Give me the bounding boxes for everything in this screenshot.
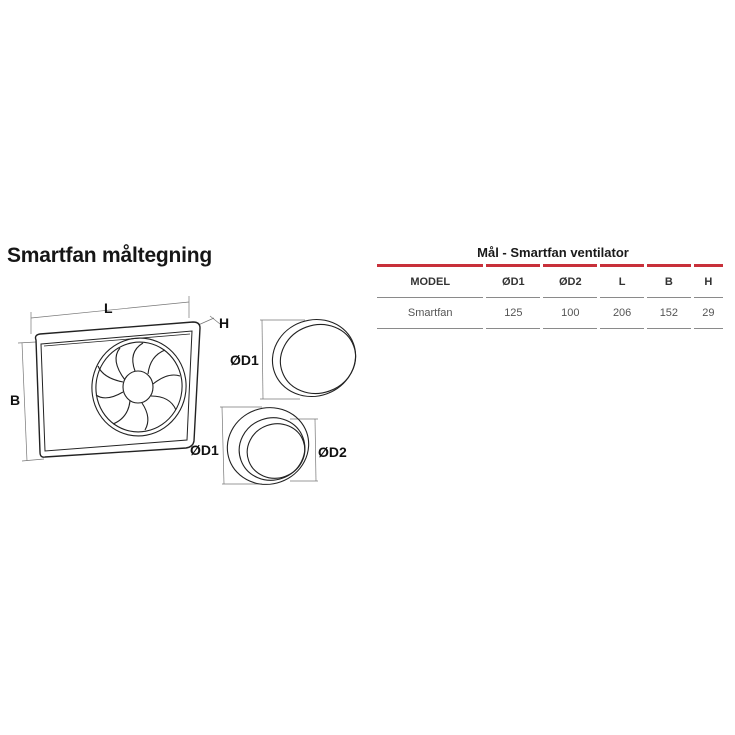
column-header-b: B [647, 264, 691, 298]
d1-top-label: ØD1 [230, 352, 259, 368]
column-header-l: L [600, 264, 644, 298]
length-label: L [104, 300, 113, 316]
column-header-h: H [693, 264, 723, 298]
table-title: Mål - Smartfan ventilator [477, 245, 629, 260]
cell-model: Smartfan [377, 298, 484, 329]
page-title: Smartfan måltegning [7, 244, 213, 267]
width-label: B [10, 392, 20, 408]
dimensions-table-section: Mål - Smartfan ventilator MODEL ØD1 ØD2 … [377, 244, 729, 329]
adapter-ring-top [271, 318, 357, 398]
length-dimension [30, 296, 190, 334]
column-header-d2: ØD2 [543, 264, 598, 298]
fan-icon [91, 337, 187, 437]
table-row: Smartfan 125 100 206 152 29 [377, 298, 723, 329]
height-label: H [219, 315, 229, 331]
cell-b: 152 [647, 298, 691, 329]
fan-body [34, 321, 201, 458]
d1-bottom-label: ØD1 [190, 442, 219, 458]
d2-label: ØD2 [318, 444, 347, 460]
dimensions-table: MODEL ØD1 ØD2 L B H Smartfan 125 100 206… [374, 264, 726, 329]
smartfan-dimension-drawing: L H B ØD1 [10, 296, 357, 485]
cell-h: 29 [693, 298, 723, 329]
cell-d1: 125 [486, 298, 541, 329]
column-header-model: MODEL [377, 264, 484, 298]
cell-d2: 100 [543, 298, 598, 329]
column-header-d1: ØD1 [486, 264, 541, 298]
cell-l: 206 [600, 298, 644, 329]
table-header-row: MODEL ØD1 ØD2 L B H [377, 264, 723, 298]
adapter-ring-bottom [226, 407, 310, 485]
